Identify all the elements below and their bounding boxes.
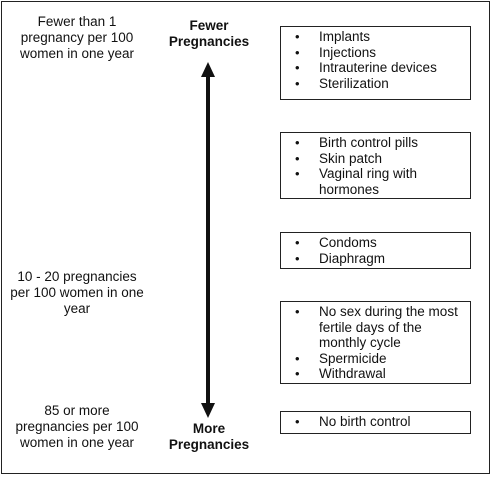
method-list-1: Implants Injections Intrauterine devices… [291,29,466,91]
method-item: Diaphragm [291,251,466,267]
method-item: Spermicide [291,351,466,367]
group-box-2: Birth control pills Skin patch Vaginal r… [280,132,471,199]
arrow-head-down [201,403,215,418]
method-list-5: No birth control [291,414,466,430]
method-item: No sex during the most fertile days of t… [291,304,466,351]
method-item: Birth control pills [291,135,466,151]
method-item: Intrauterine devices [291,60,466,76]
method-list-2: Birth control pills Skin patch Vaginal r… [291,135,466,197]
method-item: Injections [291,45,466,61]
rate-bottom-text: 85 or more pregnancies per 100 women in … [15,403,139,450]
rate-top-text: Fewer than 1 pregnancy per 100 women in … [19,14,135,61]
group-box-4: No sex during the most fertile days of t… [280,301,471,384]
group-box-1: Implants Injections Intrauterine devices… [280,26,471,100]
arrow-head-up [201,62,215,77]
more-pregnancies-label: More Pregnancies [168,421,250,452]
method-item: No birth control [291,414,466,430]
method-item: Sterilization [291,76,466,92]
effectiveness-double-arrow-icon [201,62,215,418]
method-item: Skin patch [291,151,466,167]
fewer-pregnancies-label: Fewer Pregnancies [168,18,250,49]
method-list-4: No sex during the most fertile days of t… [291,304,466,382]
group-box-3: Condoms Diaphragm [280,232,471,269]
method-item: Implants [291,29,466,45]
group-box-5: No birth control [280,411,471,434]
method-item: Vaginal ring with hormones [291,166,466,197]
rate-middle-text: 10 - 20 pregnancies per 100 women in one… [10,269,144,316]
method-item: Condoms [291,235,466,251]
method-item: Withdrawal [291,366,466,382]
method-list-3: Condoms Diaphragm [291,235,466,266]
